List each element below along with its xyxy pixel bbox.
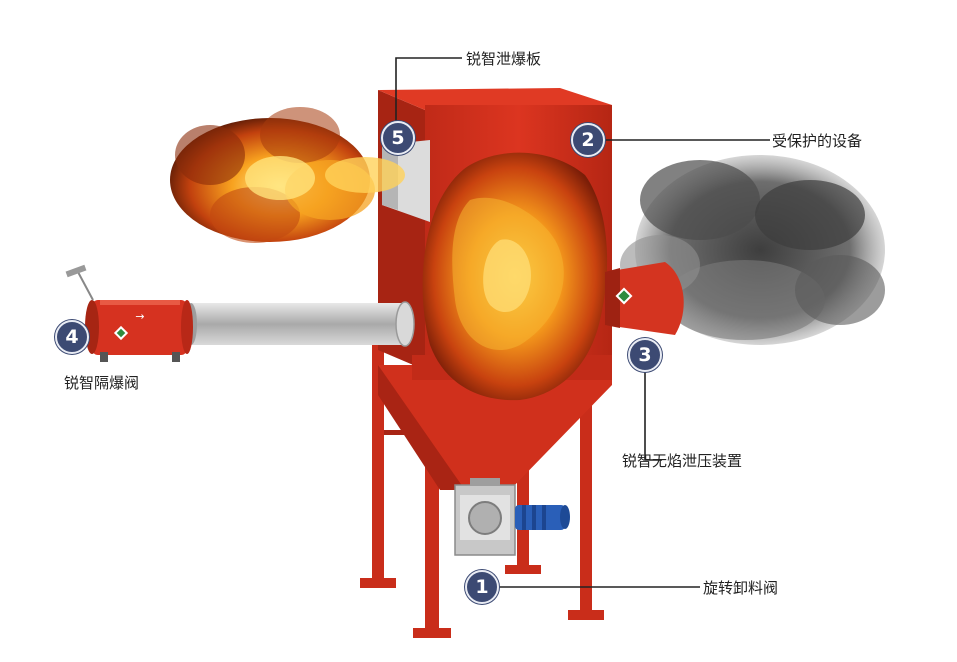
smoke-cloud: [620, 155, 885, 345]
flameless-vent-device: [605, 262, 684, 335]
explosion-burst: [170, 107, 405, 243]
callout-badge-3: 3: [628, 338, 662, 372]
leader-lines: [395, 57, 770, 588]
hopper-cone: [378, 365, 612, 490]
label-protected-equipment: 受保护的设备: [772, 132, 863, 150]
callout-badge-5: 5: [381, 121, 415, 155]
rotary-valve: [454, 478, 570, 556]
label-isolation-valve: 锐智隔爆阀: [64, 374, 140, 392]
label-flameless-vent: 锐智无焰泄压装置: [622, 452, 743, 470]
callout-badge-4: 4: [55, 320, 89, 354]
callout-badge-2: 2: [571, 123, 605, 157]
leader-line-5: [395, 57, 462, 126]
label-explosion-vent-panel: 锐智泄爆板: [466, 50, 542, 68]
svg-text:→: →: [135, 310, 144, 323]
isolation-pipe: [185, 301, 415, 347]
callout-badge-1: 1: [465, 570, 499, 604]
leader-line-3: [644, 370, 662, 461]
label-rotary-valve: 旋转卸料阀: [703, 579, 779, 597]
